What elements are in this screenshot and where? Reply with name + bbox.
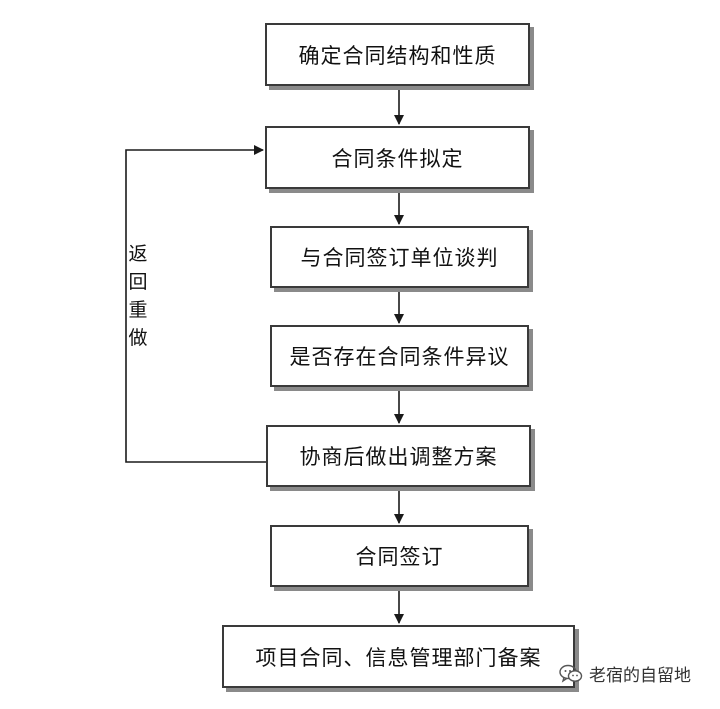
feedback-loop-arrow: [125, 145, 266, 463]
watermark: 老宿的自留地: [559, 661, 691, 686]
loop-label: 返 回 重 做: [127, 240, 149, 352]
step-draft-contract-conditions: 合同条件拟定: [265, 126, 530, 189]
step-sign-contract: 合同签订: [270, 525, 529, 587]
loop-label-char: 做: [128, 327, 148, 349]
step-label: 是否存在合同条件异议: [289, 345, 510, 369]
step-negotiate-with-party: 与合同签订单位谈判: [270, 226, 529, 288]
loop-label-char: 回: [128, 271, 148, 293]
step-label: 项目合同、信息管理部门备案: [255, 645, 542, 670]
step-archive-filing: 项目合同、信息管理部门备案: [222, 625, 575, 688]
step-check-objections: 是否存在合同条件异议: [270, 325, 529, 387]
step-adjust-plan: 协商后做出调整方案: [266, 425, 531, 487]
watermark-text: 老宿的自留地: [589, 666, 691, 686]
step-label: 合同签订: [355, 545, 444, 569]
step-label: 合同条件拟定: [331, 146, 464, 171]
step-label: 确定合同结构和性质: [298, 43, 497, 68]
loop-label-char: 返: [128, 243, 148, 265]
loop-label-char: 重: [128, 299, 148, 321]
step-confirm-contract-structure: 确定合同结构和性质: [265, 23, 530, 86]
step-label: 协商后做出调整方案: [299, 445, 498, 469]
step-label: 与合同签订单位谈判: [300, 246, 499, 270]
wechat-icon: [559, 664, 583, 684]
